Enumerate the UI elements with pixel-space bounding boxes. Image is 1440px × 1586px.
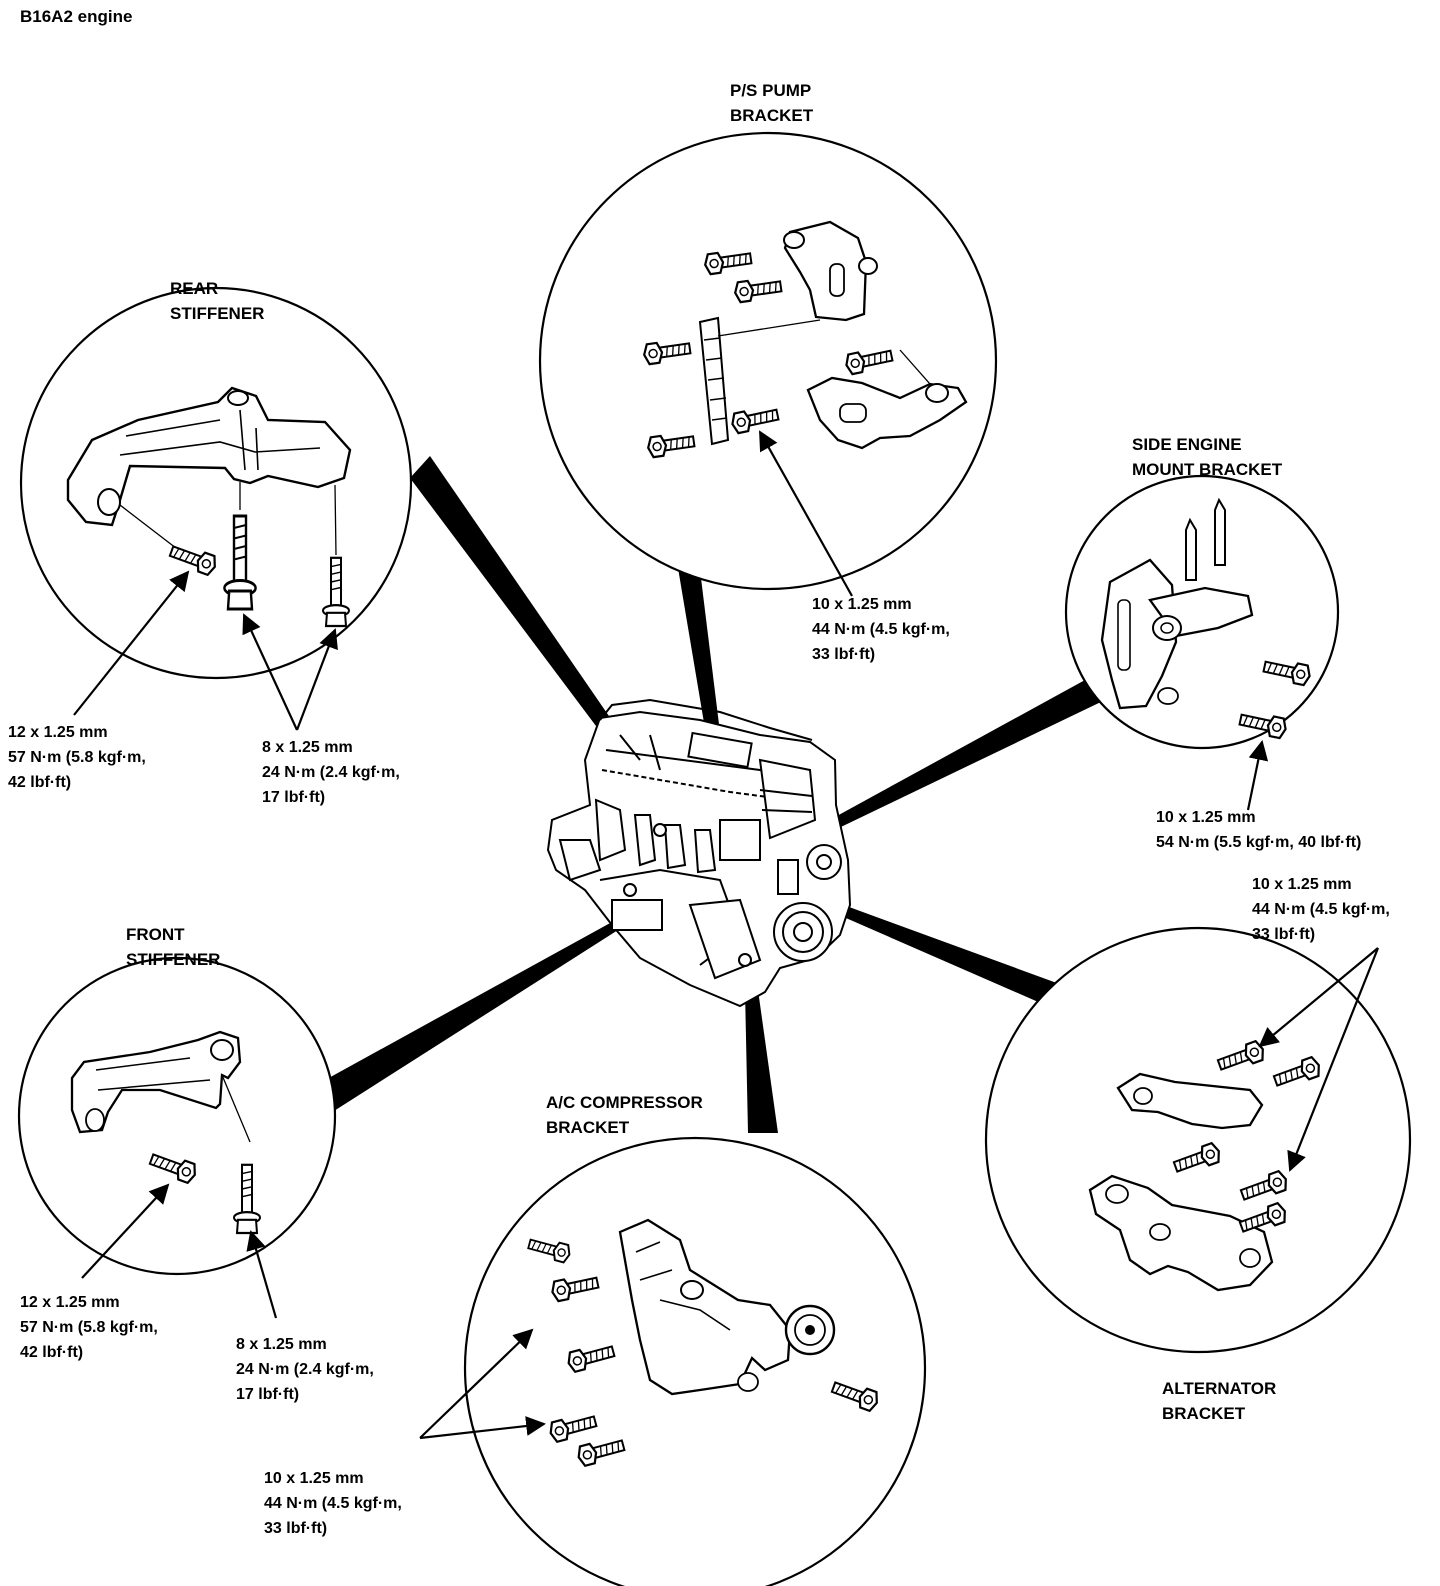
circle-rear-stiffener (19, 286, 413, 680)
page-title: B16A2 engine (20, 7, 133, 26)
alternator-bracket-label: ALTERNATOR BRACKET (1162, 1379, 1277, 1423)
front-stiffener-spec-12mm: 12 x 1.25 mm 57 N·m (5.8 kgf·m, 42 lbf·f… (20, 1294, 158, 1361)
ac-compressor-arrows (419, 1328, 546, 1440)
side-mount-parts (1100, 497, 1313, 741)
callout-wedges (316, 456, 1105, 1133)
rear-stiffener-parts (66, 386, 352, 628)
ac-compressor-parts (526, 1218, 882, 1468)
side-engine-mount-bracket-label: SIDE ENGINE MOUNT BRACKET (1132, 435, 1283, 479)
front-stiffener-parts (70, 1030, 262, 1235)
alternator-bracket-spec: 10 x 1.25 mm 44 N·m (4.5 kgf·m, 33 lbf·f… (1252, 876, 1390, 943)
ac-compressor-bracket-spec: 10 x 1.25 mm 44 N·m (4.5 kgf·m, 33 lbf·f… (264, 1470, 402, 1537)
alternator-arrows (1258, 947, 1380, 1172)
wedge-ac-compressor (745, 990, 778, 1133)
circle-alternator (984, 926, 1412, 1354)
ps-pump-parts (641, 220, 968, 459)
side-engine-mount-bracket-spec: 10 x 1.25 mm 54 N·m (5.5 kgf·m, 40 lbf·f… (1156, 809, 1362, 851)
engine-illustration (546, 698, 852, 1008)
front-stiffener-arrows (81, 1183, 278, 1319)
ps-pump-bracket-spec: 10 x 1.25 mm 44 N·m (4.5 kgf·m, 33 lbf·f… (812, 596, 950, 663)
wedge-alternator (823, 900, 1065, 1008)
rear-stiffener-spec-12mm: 12 x 1.25 mm 57 N·m (5.8 kgf·m, 42 lbf·f… (8, 724, 146, 791)
wedge-rear-stiffener (410, 456, 622, 742)
wedge-front-stiffener (316, 922, 618, 1118)
rear-stiffener-spec-8mm: 8 x 1.25 mm 24 N·m (2.4 kgf·m, 17 lbf·ft… (262, 739, 400, 806)
front-stiffener-spec-8mm: 8 x 1.25 mm 24 N·m (2.4 kgf·m, 17 lbf·ft… (236, 1336, 374, 1403)
side-mount-arrow (1246, 740, 1269, 811)
rear-stiffener-arrows (73, 570, 338, 731)
front-stiffener-label: FRONT STIFFENER (126, 925, 221, 969)
rear-stiffener-label: REAR STIFFENER (170, 279, 265, 323)
circle-front-stiffener (17, 956, 337, 1276)
ps-pump-bracket-label: P/S PUMP BRACKET (730, 81, 814, 125)
circle-ps-pump (538, 131, 998, 591)
ps-pump-arrow (759, 430, 853, 597)
wedge-side-mount (815, 680, 1105, 838)
ac-compressor-bracket-label: A/C COMPRESSOR BRACKET (546, 1093, 703, 1137)
alternator-parts (1088, 1038, 1324, 1292)
